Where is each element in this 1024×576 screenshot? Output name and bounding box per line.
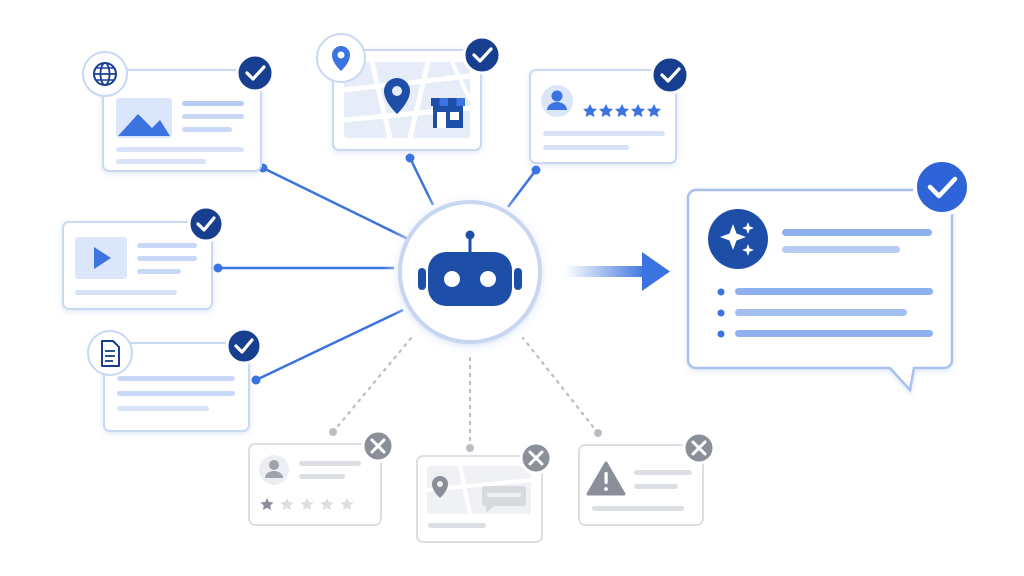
connector-dot [594, 429, 602, 437]
user-avatar-icon [541, 85, 573, 117]
source-card-video [62, 205, 225, 310]
check-icon [235, 53, 275, 93]
arrow-right-icon [565, 252, 670, 291]
map-pin-icon [384, 78, 410, 114]
close-icon [682, 431, 716, 465]
play-icon [75, 237, 127, 279]
close-icon [361, 429, 395, 463]
connector-low-review [331, 335, 414, 434]
connector-web-page [262, 166, 411, 242]
image-icon [116, 98, 172, 138]
connector-warning [521, 336, 600, 435]
sparkles-icon [708, 209, 768, 269]
check-icon [187, 205, 225, 243]
five-stars-icon [583, 104, 661, 117]
connector-document [255, 308, 404, 382]
answer-card [686, 158, 971, 393]
connector-dot [213, 263, 223, 273]
check-icon [462, 35, 502, 75]
document-icon [87, 330, 133, 376]
user-avatar-icon [259, 455, 289, 485]
source-card-document [87, 327, 263, 432]
connector-dot [251, 375, 261, 385]
connector-dot [405, 153, 415, 163]
check-icon [225, 327, 263, 365]
source-card-web-page [82, 51, 275, 172]
robot-icon [418, 230, 522, 306]
connectors [213, 153, 602, 452]
connector-dot [466, 444, 474, 452]
source-card-warning [578, 431, 716, 526]
check-icon [913, 158, 971, 216]
close-icon [519, 441, 553, 475]
storefront-icon [431, 98, 465, 128]
source-card-review [529, 55, 690, 164]
connector-dot [531, 165, 541, 175]
check-icon [650, 55, 690, 95]
connector-dot [329, 428, 337, 436]
source-card-map-chat [416, 441, 553, 543]
chat-bubble-icon [482, 486, 526, 513]
source-card-low-review [248, 429, 395, 526]
source-card-map-listing [316, 33, 502, 151]
stars-icon [260, 498, 354, 510]
map-pin-icon [432, 476, 448, 498]
warning-icon [586, 461, 626, 496]
ai-hub [382, 184, 558, 360]
globe-icon [82, 51, 128, 97]
map-pin-icon [316, 33, 366, 83]
